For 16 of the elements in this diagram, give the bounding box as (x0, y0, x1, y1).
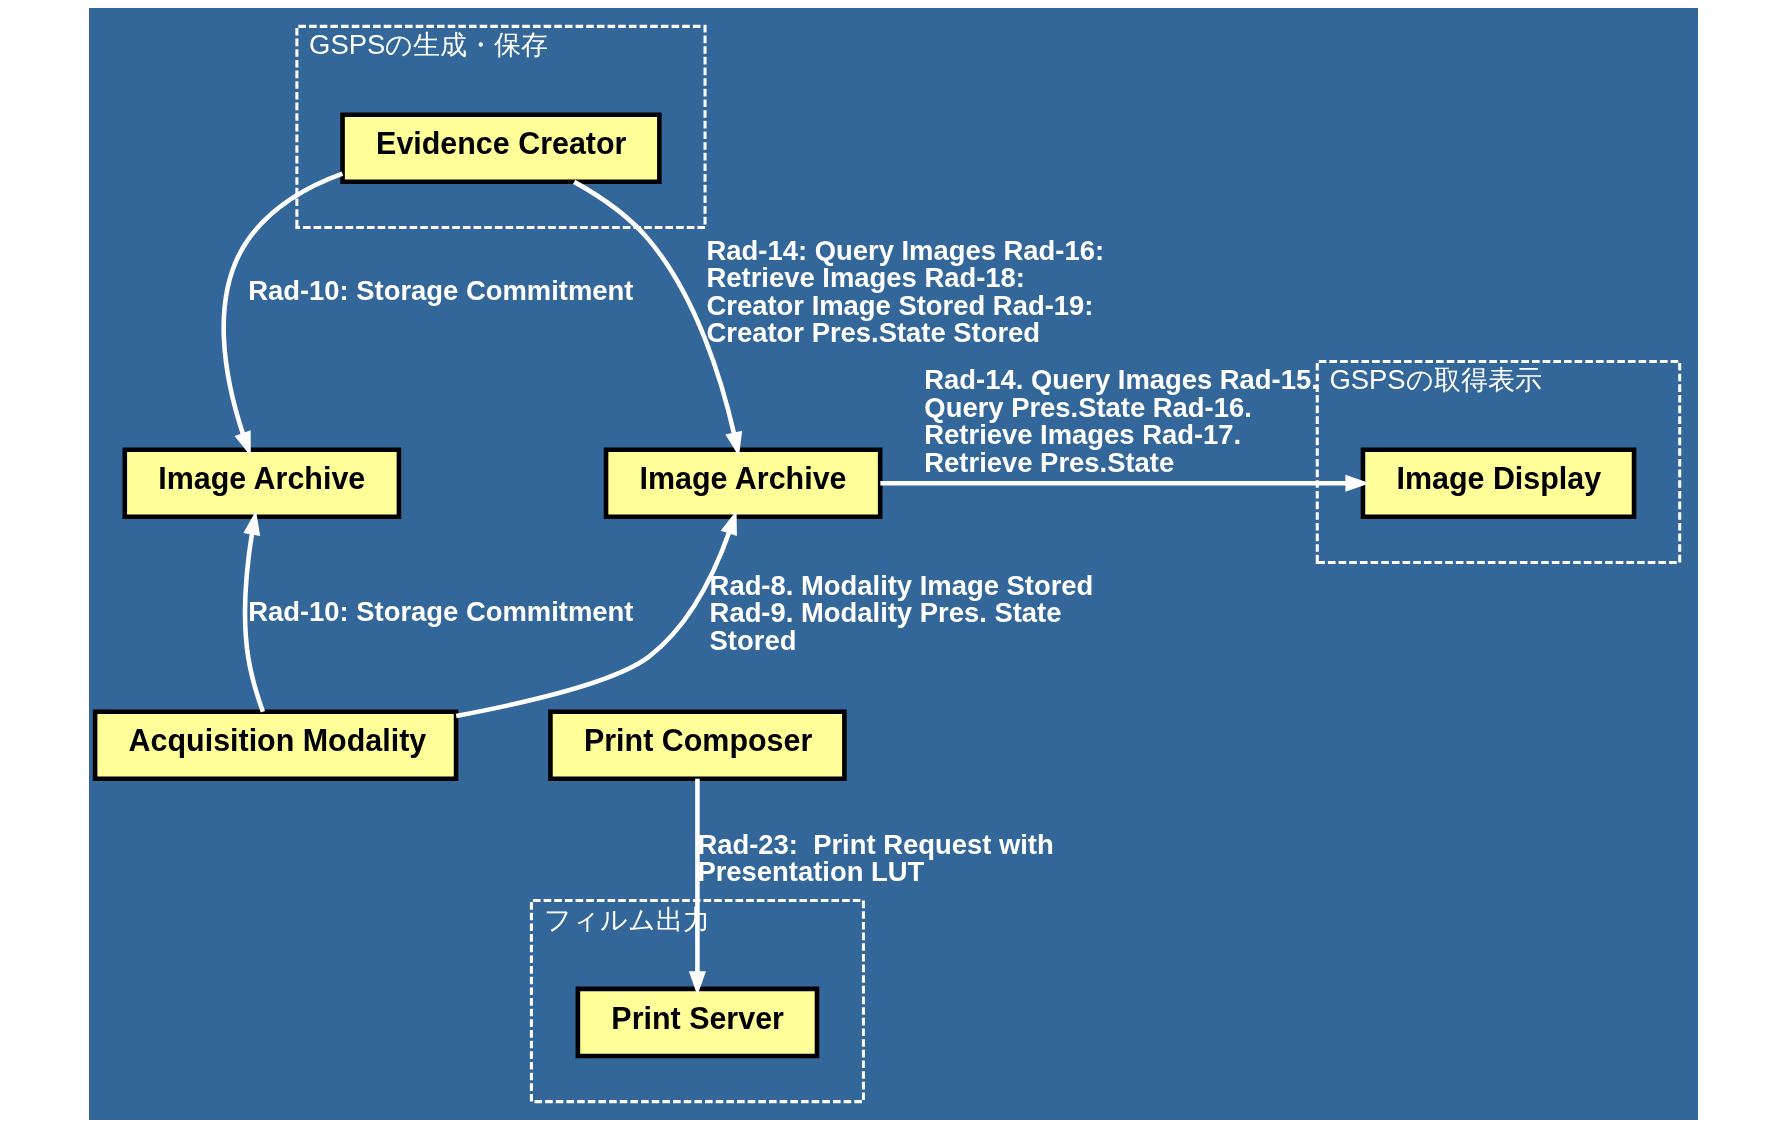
arrow (455, 510, 737, 719)
arrow (242, 510, 266, 713)
node-box: Print Composer (548, 709, 847, 782)
edge-label: Rad-8. Modality Image Stored Rad-9. Modality Pres. State Stored (709, 570, 1094, 656)
edge-label: Rad-10: Storage Commitment (248, 595, 634, 627)
node-box: Print Server (575, 986, 820, 1059)
node-box: Image Archive (122, 447, 402, 520)
edge-label: Rad-14: Query Images Rad-16: Retrieve Images Rad-18: Creator Image Stored Rad-19: Creator Pres.State Stored (706, 235, 1105, 349)
edge-label: Rad-10: Storage Commitment (248, 274, 634, 306)
arrow (573, 179, 743, 457)
node-box: Image Archive (603, 447, 883, 520)
arrow (880, 474, 1370, 492)
arrow (221, 171, 344, 457)
node-box: Evidence Creator (340, 112, 662, 185)
node-box: Acquisition Modality (92, 709, 459, 782)
node-box: Image Display (1360, 447, 1637, 520)
